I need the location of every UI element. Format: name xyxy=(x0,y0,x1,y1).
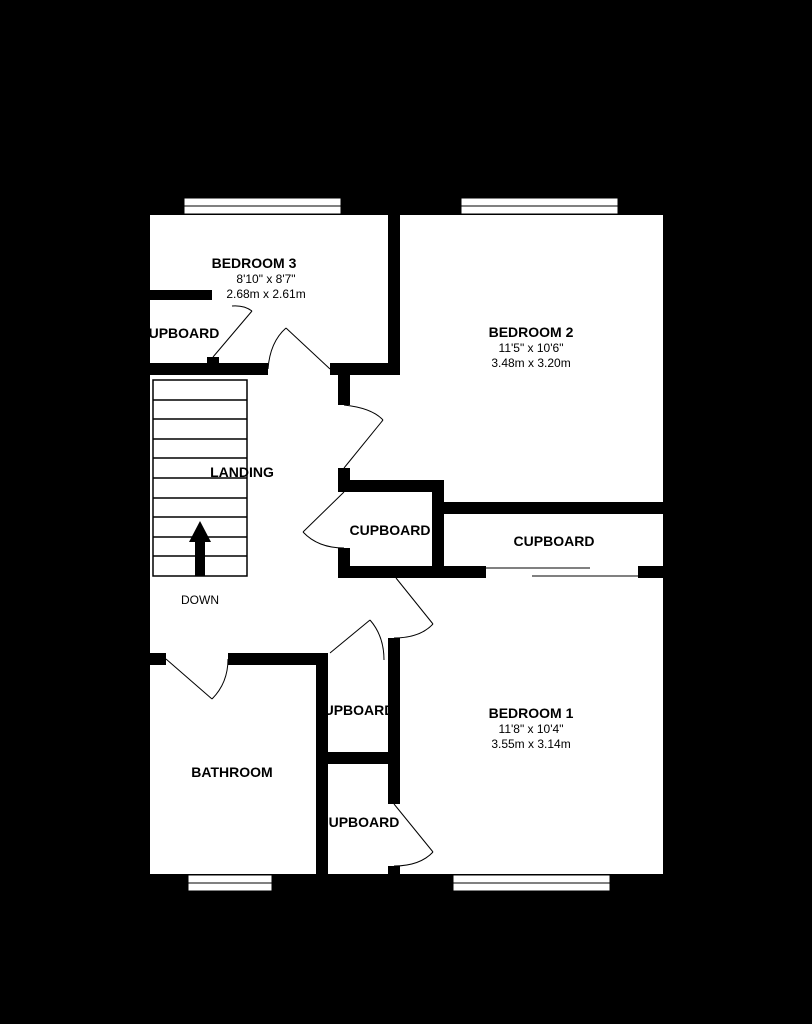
landing-name: LANDING xyxy=(210,464,274,480)
bedroom2-imperial: 11'5" x 10'6" xyxy=(499,341,564,355)
cupboard-bedroom3-label: UPBOARD xyxy=(149,325,220,341)
doors xyxy=(165,305,638,867)
bedroom3-name: BEDROOM 3 xyxy=(212,255,297,271)
floor-area xyxy=(150,215,663,874)
bedroom1-metric: 3.55m x 3.14m xyxy=(491,737,570,751)
bedroom3-imperial: 8'10" x 8'7" xyxy=(236,272,295,286)
stairs-down-label: DOWN xyxy=(181,593,219,607)
cupboard-upper-label: UPBOARD xyxy=(324,702,395,718)
stair-arrow-icon xyxy=(189,521,211,576)
bathroom-name: BATHROOM xyxy=(191,764,272,780)
bedroom1-name: BEDROOM 1 xyxy=(489,705,574,721)
bedroom3-metric: 2.68m x 2.61m xyxy=(226,287,305,301)
bedroom1-imperial: 11'8" x 10'4" xyxy=(499,722,564,736)
bedroom2-name: BEDROOM 2 xyxy=(489,324,574,340)
cupboard-landing-label: CUPBOARD xyxy=(350,522,431,538)
cupboard-lower-label: UPBOARD xyxy=(329,814,400,830)
interior-walls xyxy=(150,215,663,874)
bedroom2-metric: 3.48m x 3.20m xyxy=(491,356,570,370)
cupboard-bedroom2-label: CUPBOARD xyxy=(514,533,595,549)
staircase xyxy=(152,379,248,577)
